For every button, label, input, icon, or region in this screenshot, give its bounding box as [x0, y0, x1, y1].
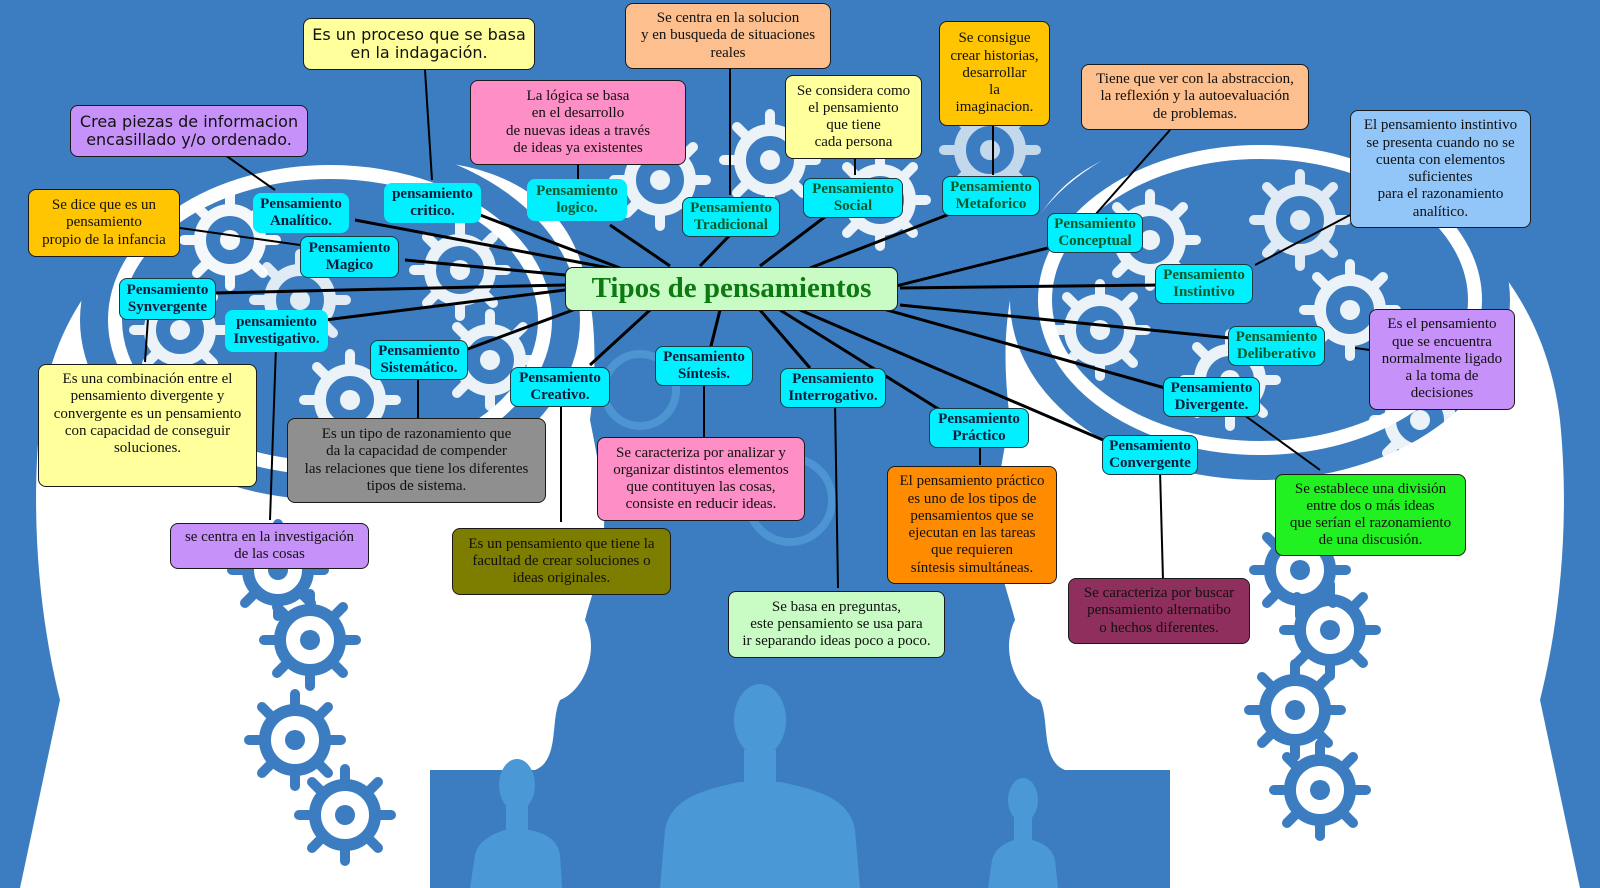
- desc-synvergente: Es una combinación entre el pensamiento …: [38, 364, 257, 487]
- label-pensamiento-synvergente[interactable]: Pensamiento Synvergente: [119, 278, 216, 320]
- desc-sintesis: Se caracteriza por analizar y organizar …: [597, 437, 805, 521]
- desc-metaforico: Se consigue crear historias, desarrollar…: [939, 21, 1050, 126]
- label-pensamiento-interrogativo[interactable]: Pensamiento Interrogativo.: [780, 368, 886, 408]
- desc-divergente: Se establece una división entre dos o má…: [1275, 474, 1466, 556]
- label-pensamiento-sintesis[interactable]: Pensamiento Síntesis.: [655, 346, 753, 386]
- desc-interrogativo: Se basa en preguntas, este pensamiento s…: [728, 591, 945, 658]
- central-topic[interactable]: Tipos de pensamientos: [565, 267, 898, 311]
- desc-sistematico: Es un tipo de razonamiento que da la cap…: [287, 418, 546, 503]
- label-pensamiento-divergente[interactable]: Pensamiento Divergente.: [1163, 377, 1260, 417]
- desc-practico: El pensamiento práctico es uno de los ti…: [887, 466, 1057, 584]
- label-pensamiento-critico[interactable]: pensamiento critico.: [384, 183, 481, 223]
- desc-analitico: Crea piezas de informacion encasillado y…: [70, 105, 308, 157]
- label-pensamiento-deliberativo[interactable]: Pensamiento Deliberativo: [1228, 326, 1325, 366]
- label-pensamiento-instintivo[interactable]: Pensamiento Instintivo: [1155, 264, 1253, 304]
- desc-social: Se considera como el pensamiento que tie…: [785, 75, 922, 159]
- label-pensamiento-creativo[interactable]: Pensamiento Creativo.: [510, 367, 610, 407]
- label-pensamiento-conceptual[interactable]: Pensamiento Conceptual: [1047, 213, 1143, 253]
- label-pensamiento-practico[interactable]: Pensamiento Práctico: [929, 408, 1029, 448]
- desc-conceptual: Tiene que ver con la abstraccion, la ref…: [1081, 64, 1309, 130]
- label-pensamiento-analitico[interactable]: Pensamiento Analítico.: [253, 193, 349, 233]
- desc-magico: Se dice que es un pensamiento propio de …: [28, 189, 180, 257]
- desc-tradicional: Se centra en la solucion y en busqueda d…: [625, 3, 831, 69]
- desc-convergente: Se caracteriza por buscar pensamiento al…: [1068, 578, 1250, 644]
- desc-deliberativo: Es el pensamiento que se encuentra norma…: [1369, 309, 1515, 410]
- desc-instintivo: El pensamiento instintivo se presenta cu…: [1350, 110, 1531, 228]
- label-pensamiento-social[interactable]: Pensamiento Social: [803, 178, 903, 218]
- desc-logico: La lógica se basa en el desarrollo de nu…: [470, 80, 686, 165]
- label-pensamiento-metaforico[interactable]: Pensamiento Metaforico: [942, 176, 1040, 216]
- label-pensamiento-magico[interactable]: Pensamiento Magico: [300, 236, 399, 278]
- desc-investigativo: se centra en la investigación de las cos…: [170, 523, 369, 569]
- label-pensamiento-logico[interactable]: Pensamiento logico.: [527, 179, 627, 221]
- people-silhouettes: [470, 684, 1058, 888]
- label-pensamiento-convergente[interactable]: Pensamiento Convergente: [1102, 435, 1198, 475]
- label-pensamiento-sistematico[interactable]: Pensamiento Sistemático.: [370, 340, 468, 380]
- desc-critico: Es un proceso que se basa en la indagaci…: [303, 18, 535, 70]
- label-pensamiento-tradicional[interactable]: Pensamiento Tradicional: [682, 197, 780, 237]
- desc-creativo: Es un pensamiento que tiene la facultad …: [452, 528, 671, 595]
- label-pensamiento-investigativo[interactable]: pensamiento Investigativo.: [225, 310, 328, 352]
